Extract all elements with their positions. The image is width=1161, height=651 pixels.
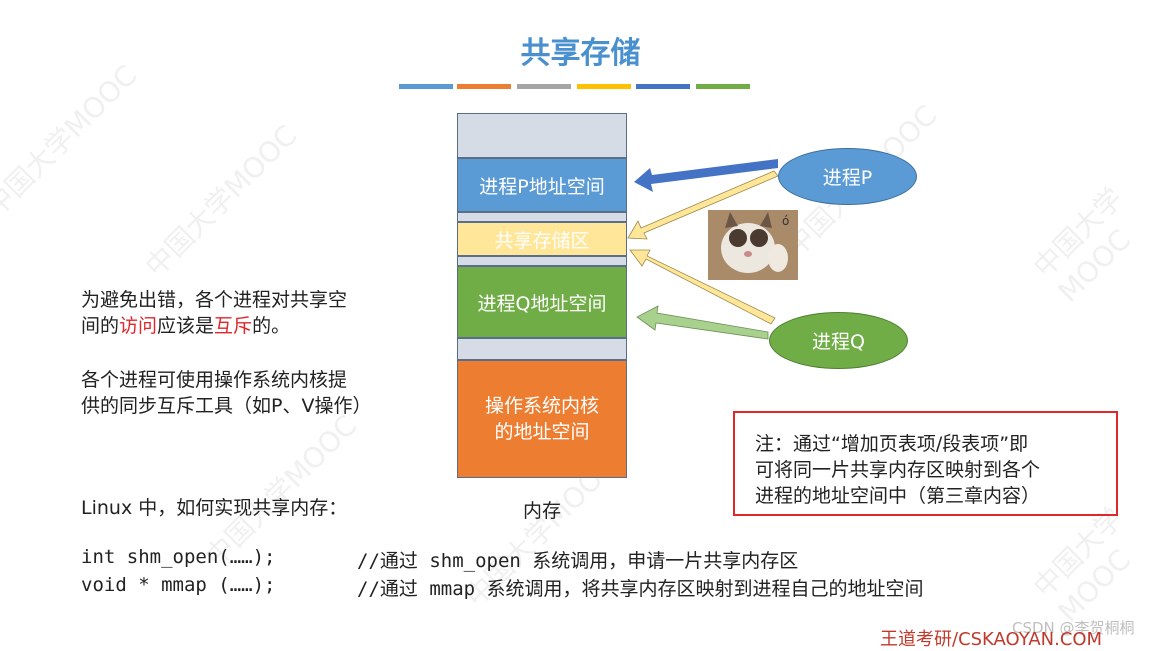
sync-tools-note-line1: 各个进程可使用操作系统内核提: [81, 369, 348, 391]
process-p-node: 进程P: [778, 148, 917, 205]
shared-memory-region: 共享存储区: [457, 222, 627, 256]
process-q-address-space: 进程Q地址空间: [457, 266, 627, 338]
svg-text:ó: ó: [782, 214, 789, 228]
linux-heading: Linux 中，如何实现共享内存：: [81, 497, 348, 519]
shared-memory-label: 共享存储区: [494, 229, 590, 252]
highlight-access: 访问: [119, 315, 158, 337]
process-q-node: 进程Q: [769, 312, 908, 369]
memory-label: 内存: [523, 500, 562, 522]
color-bar-segment: [577, 84, 631, 89]
process-q-label: 进程Q: [812, 331, 865, 353]
code-shm-open: int shm_open(……);: [81, 546, 276, 568]
page-title: 共享存储: [520, 36, 641, 71]
arrow-p-to-p-space: [634, 159, 778, 192]
page-table-note-box: 注：通过“增加页表项/段表项”即 可将同一片共享内存区映射到各个 进程的地址空间…: [733, 411, 1118, 516]
memory-free-3: [457, 338, 627, 360]
memory-free-2: [457, 256, 627, 266]
arrow-p-to-shared: [627, 170, 779, 240]
access-note-line2: 间的访问应该是互斥的。: [81, 313, 347, 339]
access-note: 为避免出错，各个进程对共享空 间的访问应该是互斥的。: [81, 287, 347, 339]
process-q-address-space-label: 进程Q地址空间: [477, 292, 607, 315]
arrow-q-to-q-space: [636, 305, 769, 340]
color-bar-segment: [696, 84, 750, 89]
highlight-mutex: 互斥: [214, 315, 253, 337]
sync-tools-note-line2: 供的同步互斥工具（如P、V操作）: [81, 395, 372, 417]
text-fragment: 间的: [81, 315, 120, 337]
sync-tools-note: 各个进程可使用操作系统内核提 供的同步互斥工具（如P、V操作）: [81, 367, 371, 419]
cat-sticker-image: ó: [708, 210, 798, 280]
comment-mmap: //通过 mmap 系统调用，将共享内存区映射到进程自己的地址空间: [357, 578, 924, 600]
os-kernel-label-line1: 操作系统内核: [484, 395, 599, 417]
color-bar-segment: [457, 84, 511, 89]
color-bar-segment: [636, 84, 690, 89]
brand-footer: 王道考研/CSKAOYAN.COM: [880, 629, 1103, 650]
memory-free-1: [457, 212, 627, 222]
page-table-note-line3: 进程的地址空间中（第三章内容）: [755, 485, 1041, 507]
os-kernel-address-space: 操作系统内核 的地址空间: [457, 360, 627, 478]
page-table-note-line2: 可将同一片共享内存区映射到各个: [755, 459, 1041, 481]
page-table-note-line1: 注：通过“增加页表项/段表项”即: [755, 433, 1029, 455]
color-bar-segment: [399, 84, 453, 89]
csdn-watermark: CSDN @李贺桐桐: [1012, 619, 1135, 637]
access-note-line1: 为避免出错，各个进程对共享空: [81, 289, 348, 311]
text-fragment: 的。: [252, 315, 291, 337]
process-p-address-space: 进程P地址空间: [457, 158, 627, 212]
os-kernel-label-line2: 的地址空间: [494, 421, 590, 443]
process-p-label: 进程P: [822, 167, 873, 189]
arrow-q-to-shared: [629, 249, 776, 325]
code-mmap: void * mmap (……);: [81, 574, 276, 596]
color-bar-segment: [517, 84, 571, 89]
memory-free-top: [457, 113, 627, 158]
comment-shm-open: //通过 shm_open 系统调用，申请一片共享内存区: [357, 550, 799, 572]
text-fragment: 应该是: [157, 315, 215, 337]
process-p-address-space-label: 进程P地址空间: [479, 175, 605, 198]
